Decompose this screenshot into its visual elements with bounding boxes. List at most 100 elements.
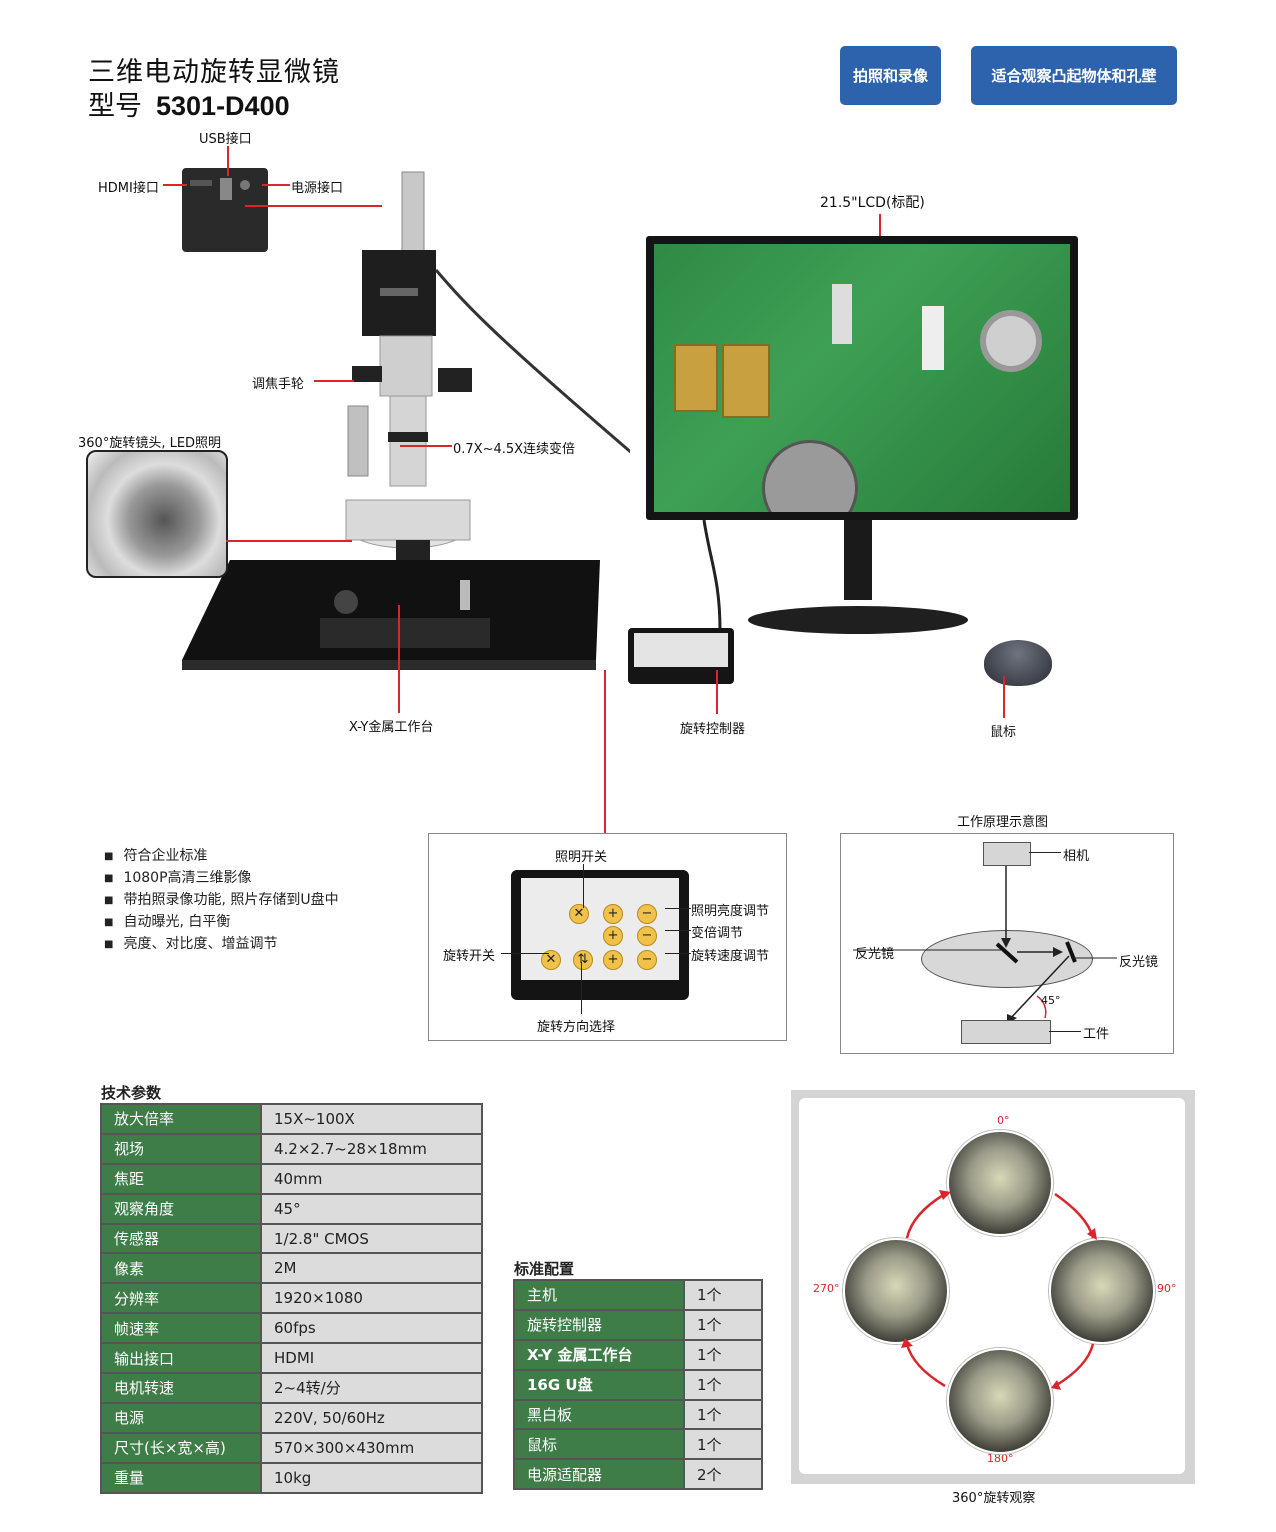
label-camera: 相机	[1063, 849, 1090, 864]
controller-face: ✕ + − + − ✕ ⇅ + −	[521, 878, 679, 980]
capacitor-image	[674, 344, 718, 412]
mouse-image	[984, 640, 1052, 686]
table-row: 尺寸(长×宽×高)570×300×430mm	[100, 1431, 483, 1464]
label-zoom-adjust: 变倍调节	[691, 926, 744, 941]
callout-line	[163, 184, 187, 186]
callout-focus: 调焦手轮	[252, 377, 305, 392]
spec-key: 电源	[100, 1401, 262, 1434]
callout-line	[226, 540, 352, 542]
callout-line	[245, 205, 382, 207]
light-switch-button-icon: ✕	[569, 904, 589, 924]
config-item: 旋转控制器	[513, 1308, 685, 1341]
callout-line	[314, 380, 354, 382]
config-qty: 1个	[683, 1308, 763, 1341]
usb-port-icon	[220, 178, 232, 200]
rotation-panel: 0° 90° 180° 270°	[799, 1098, 1185, 1474]
callout-stage: X-Y金属工作台	[349, 720, 434, 735]
spec-value: 2M	[260, 1252, 483, 1285]
spec-key: 焦距	[100, 1162, 262, 1195]
callout-line	[716, 670, 718, 714]
leader-line	[1029, 852, 1061, 853]
angle-90-label: 90°	[1157, 1282, 1177, 1295]
feature-list: 符合企业标准 1080P高清三维影像 带拍照录像功能, 照片存储到U盘中 自动曝…	[104, 846, 338, 956]
spec-value: 4.2×2.7~28×18mm	[260, 1132, 483, 1165]
camera-back-panel	[182, 168, 268, 252]
label-speed: 旋转速度调节	[691, 949, 770, 964]
spec-value: 2~4转/分	[260, 1372, 483, 1404]
label-brightness: 照明亮度调节	[691, 904, 770, 919]
controller-face	[634, 633, 728, 667]
spec-value: 60fps	[260, 1312, 483, 1345]
spec-key: 尺寸(长×宽×高)	[100, 1431, 262, 1464]
callout-line	[1003, 676, 1005, 718]
config-item: 黑白板	[513, 1398, 685, 1431]
optical-path	[853, 866, 1117, 1024]
monitor-screen-pcb-image	[654, 244, 1070, 512]
controller-cable	[702, 520, 722, 630]
rotation-controller-image	[628, 628, 734, 684]
controller-body: ✕ + − + − ✕ ⇅ + −	[511, 870, 689, 1000]
resistor-image	[832, 284, 852, 344]
callout-line	[400, 445, 452, 447]
spec-value: 45°	[260, 1192, 483, 1225]
angle-0-label: 0°	[997, 1114, 1010, 1127]
spec-key: 帧速率	[100, 1312, 262, 1345]
principle-title: 工作原理示意图	[957, 815, 1049, 830]
callout-line	[398, 605, 400, 713]
callout-head: 360°旋转镜头, LED照明	[78, 436, 222, 451]
lens-head-inset-image	[86, 450, 228, 578]
spec-value: 15X~100X	[260, 1103, 483, 1135]
config-qty: 1个	[683, 1398, 763, 1431]
badge-suitability: 适合观察凸起物体和孔壁	[971, 46, 1177, 105]
callout-lcd: 21.5"LCD(标配)	[820, 195, 925, 211]
leader-line	[501, 953, 549, 954]
rotate-switch-button-icon: ✕	[541, 950, 561, 970]
config-item: 电源适配器	[513, 1458, 685, 1491]
spec-key: 传感器	[100, 1222, 262, 1255]
spec-key: 输出接口	[100, 1342, 262, 1375]
minus-button-icon: −	[637, 950, 657, 970]
monitor-stand	[748, 520, 968, 634]
spec-key: 分辨率	[100, 1282, 262, 1315]
microscope-illustration	[182, 171, 630, 670]
label-mirror-left: 反光镜	[855, 947, 895, 962]
leader-line	[665, 908, 691, 909]
config-qty: 2个	[683, 1458, 763, 1491]
callout-line	[262, 184, 290, 186]
label-angle: 45°	[1041, 994, 1061, 1007]
config-item: 鼠标	[513, 1428, 685, 1461]
rotation-arrows	[901, 1190, 1097, 1390]
config-item: X-Y 金属工作台	[513, 1338, 685, 1371]
camera-box	[983, 842, 1031, 866]
badge-photo-video: 拍照和录像	[840, 46, 941, 105]
leader-line	[665, 953, 691, 954]
mounting-hole-image	[980, 310, 1042, 372]
spec-value: HDMI	[260, 1342, 483, 1375]
config-qty: 1个	[683, 1428, 763, 1461]
direction-button-icon: ⇅	[573, 950, 593, 970]
controller-detail-panel: ✕ + − + − ✕ ⇅ + − 照明开关 照明亮度调节 变倍调节 旋转速度调…	[428, 833, 787, 1041]
plus-button-icon: +	[603, 950, 623, 970]
callout-mouse: 鼠标	[990, 725, 1017, 740]
config-qty: 1个	[683, 1368, 763, 1401]
principle-diagram: 相机 反光镜 反光镜 45° 工件	[840, 833, 1174, 1054]
config-item: 16G U盘	[513, 1368, 685, 1401]
angle-180-label: 180°	[987, 1452, 1014, 1465]
label-rotate-switch: 旋转开关	[443, 949, 496, 964]
spec-key: 观察角度	[100, 1192, 262, 1225]
label-workpiece: 工件	[1083, 1027, 1110, 1042]
lcd-monitor	[646, 236, 1078, 520]
callout-power: 电源接口	[291, 181, 344, 196]
